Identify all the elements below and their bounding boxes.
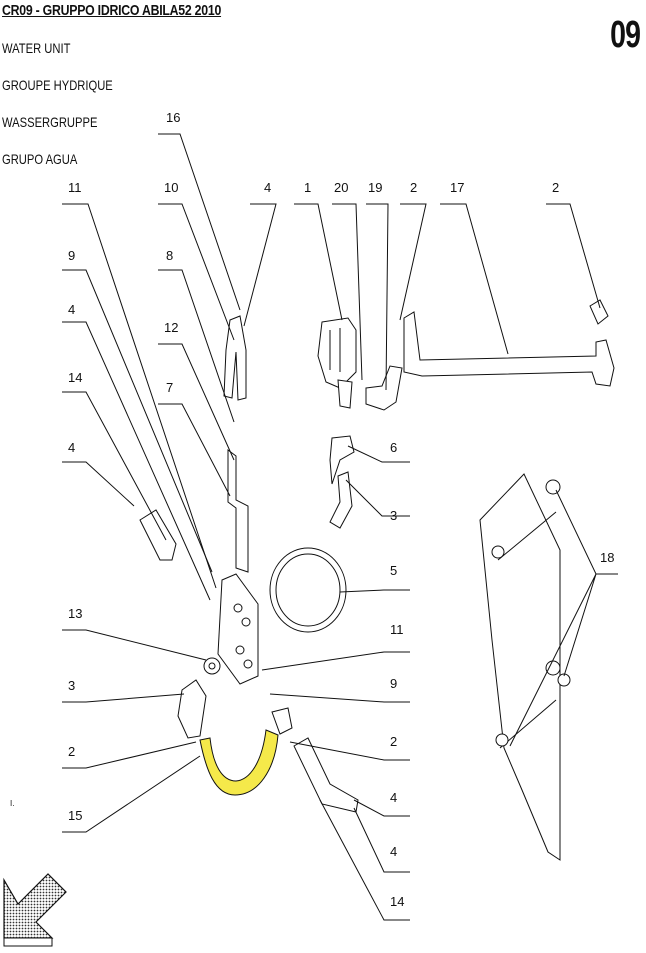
callout-labels: 16 11 10 4 1 20 19 2 17 2 9 8 4 12 14 7 … xyxy=(10,110,614,909)
callout-9: 9 xyxy=(390,676,397,691)
callout-7: 7 xyxy=(166,380,173,395)
callout-4: 4 xyxy=(68,440,75,455)
long-hose-part[interactable] xyxy=(403,311,615,387)
callout-16: 16 xyxy=(166,110,180,125)
callout-2: 2 xyxy=(410,180,417,195)
callout-3: 3 xyxy=(68,678,75,693)
small-mark: I. xyxy=(10,799,14,808)
callout-9: 9 xyxy=(68,248,75,263)
callout-1: 1 xyxy=(304,180,311,195)
callout-14: 14 xyxy=(68,370,82,385)
elbow-connector-part[interactable] xyxy=(365,365,403,411)
subtitle-german: WASSERGRUPPE xyxy=(2,114,98,130)
page-number: 09 xyxy=(609,14,641,56)
bracket-small-part[interactable] xyxy=(329,435,355,485)
callout-19: 19 xyxy=(368,180,382,195)
callout-13: 13 xyxy=(68,606,82,621)
subtitle-spanish: GRUPO AGUA xyxy=(2,151,78,167)
callout-2: 2 xyxy=(552,180,559,195)
arrow-down-left-icon xyxy=(3,873,67,947)
hose-clamp-band-part[interactable] xyxy=(269,547,347,633)
callout-15: 15 xyxy=(68,808,82,823)
drain-fitting-part[interactable] xyxy=(223,315,247,401)
subtitle-english: WATER UNIT xyxy=(2,40,71,56)
callout-17: 17 xyxy=(450,180,464,195)
page-title: CR09 - GRUPPO IDRICO ABILA52 2010 xyxy=(2,2,222,19)
callout-2: 2 xyxy=(68,744,75,759)
callout-2: 2 xyxy=(390,734,397,749)
callout-lines xyxy=(62,133,618,921)
clamp-right-part[interactable] xyxy=(271,707,293,735)
callout-12: 12 xyxy=(164,320,178,335)
bracket-part[interactable] xyxy=(227,449,249,573)
callout-6: 6 xyxy=(390,440,397,455)
callout-3: 3 xyxy=(390,508,397,523)
callout-4: 4 xyxy=(390,844,397,859)
elbow-fitting-part[interactable] xyxy=(177,679,207,739)
highlighted-hose-part[interactable] xyxy=(199,729,279,796)
small-hose-left-part[interactable] xyxy=(139,509,177,561)
clip-top-right-part[interactable] xyxy=(589,299,609,325)
callout-18: 18 xyxy=(600,550,614,565)
water-block-part[interactable] xyxy=(217,573,259,685)
callout-5: 5 xyxy=(390,563,397,578)
washer-part[interactable] xyxy=(203,657,221,675)
small-elbow-part[interactable] xyxy=(329,471,353,529)
callout-11: 11 xyxy=(68,180,82,195)
callout-20: 20 xyxy=(334,180,348,195)
subtitle-french: GROUPE HYDRIQUE xyxy=(2,77,113,93)
callout-4: 4 xyxy=(264,180,271,195)
callout-11: 11 xyxy=(390,622,404,637)
callout-4: 4 xyxy=(68,302,75,317)
frame-panel-part[interactable] xyxy=(479,473,571,861)
callout-10: 10 xyxy=(164,180,178,195)
callout-8: 8 xyxy=(166,248,173,263)
callout-4: 4 xyxy=(390,790,397,805)
solenoid-valve-part[interactable] xyxy=(317,317,357,409)
callout-14: 14 xyxy=(390,894,404,909)
